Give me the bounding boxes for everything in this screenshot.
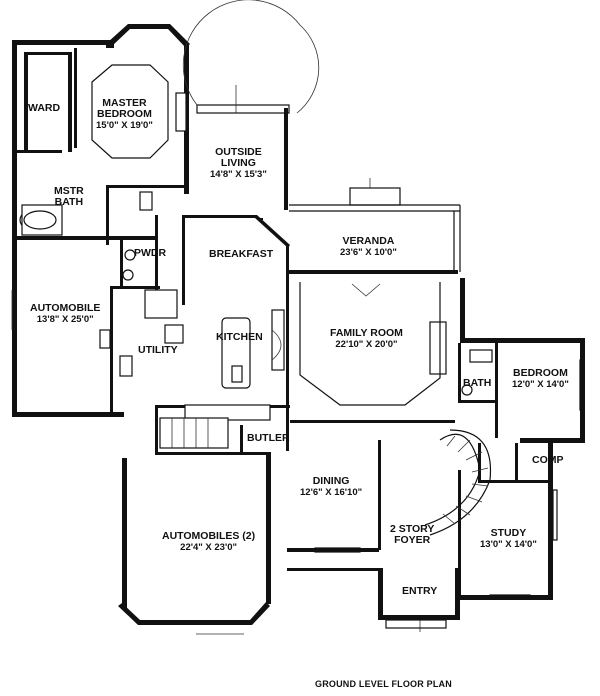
room-name: STUDY (490, 527, 527, 539)
room-name: AUTOMOBILE (30, 302, 101, 314)
room-dimensions: 22'10" X 20'0" (335, 339, 398, 350)
room-label-automobiles-2: AUTOMOBILES (2) 22'4" X 23'0" (162, 530, 256, 554)
room-name: PWDR (134, 247, 167, 259)
room-label-pwdr: PWDR (134, 248, 166, 259)
garage-steps (99, 329, 229, 449)
room-label-bedroom: BEDROOM 12'0" X 14'0" (512, 367, 569, 391)
room-name-line2: BEDROOM (97, 108, 152, 120)
room-label-ward: WARD (28, 103, 60, 114)
room-label-breakfast: BREAKFAST (209, 249, 273, 260)
room-label-family-room: FAMILY ROOM 22'10" X 20'0" (330, 327, 403, 351)
room-dimensions: 13'0" X 14'0" (480, 539, 537, 550)
room-name: BUTLER (247, 432, 290, 444)
room-dimensions: 15'0" X 19'0" (96, 120, 153, 131)
room-label-veranda: VERANDA 23'6" X 10'0" (340, 235, 397, 259)
interior-walls (17, 48, 553, 600)
room-name: VERANDA (342, 235, 395, 247)
room-label-butler: BUTLER (247, 433, 290, 444)
spiral-stair (424, 429, 492, 536)
room-name: BATH (463, 377, 492, 389)
room-dimensions: 13'8" X 25'0" (36, 314, 94, 325)
room-label-dining: DINING 12'6" X 16'10" (300, 475, 363, 499)
family-room-outline (299, 282, 447, 406)
room-name-line2: FOYER (394, 534, 431, 546)
room-label-automobile: AUTOMOBILE 13'8" X 25'0" (30, 302, 101, 326)
master-bedroom-octagon (91, 64, 169, 159)
room-name: BREAKFAST (209, 248, 274, 260)
room-dimensions: 23'6" X 10'0" (340, 247, 397, 258)
room-label-utility: UTILITY (138, 345, 178, 356)
room-label-mstr-bath: MSTR BATH (54, 186, 84, 208)
room-label-bath: BATH (463, 378, 491, 389)
room-label-foyer: 2 STORY FOYER (390, 524, 434, 546)
bath-fixtures (19, 92, 493, 396)
room-label-kitchen: KITCHEN (216, 332, 263, 343)
room-name-line1: 2 STORY (390, 523, 435, 535)
room-name: COMP (532, 454, 564, 466)
room-label-outside-living: OUTSIDE LIVING 14'8" X 15'3" (210, 146, 267, 181)
room-name: AUTOMOBILES (2) (162, 530, 256, 542)
room-name: DINING (312, 475, 350, 487)
room-name-line1: OUTSIDE (215, 146, 262, 158)
room-name: FAMILY ROOM (330, 327, 403, 339)
room-dimensions: 22'4" X 23'0" (180, 542, 237, 553)
room-dimensions: 14'8" X 15'3" (210, 169, 267, 180)
plan-title: GROUND LEVEL FLOOR PLAN (315, 679, 452, 689)
room-name: WARD (28, 102, 61, 114)
porch-outlines (182, 0, 461, 632)
room-name: KITCHEN (216, 331, 263, 343)
kitchen-fixtures (119, 289, 285, 421)
room-dimensions: 12'6" X 16'10" (300, 487, 363, 498)
room-label-entry: ENTRY (402, 586, 437, 597)
room-name: ENTRY (402, 585, 438, 597)
room-name: BEDROOM (513, 367, 568, 379)
room-label-master-bedroom: MASTER BEDROOM 15'0" X 19'0" (96, 97, 153, 132)
room-dimensions: 12'0" X 14'0" (512, 379, 569, 390)
room-name-line1: MASTER (102, 97, 147, 109)
windows (11, 290, 585, 635)
room-name-line2: LIVING (220, 157, 256, 169)
room-name-line2: BATH (54, 196, 84, 208)
room-name-line1: MSTR (54, 185, 84, 197)
room-label-study: STUDY 13'0" X 14'0" (480, 527, 537, 551)
room-label-comp: COMP (532, 455, 564, 466)
room-name: UTILITY (138, 344, 178, 356)
